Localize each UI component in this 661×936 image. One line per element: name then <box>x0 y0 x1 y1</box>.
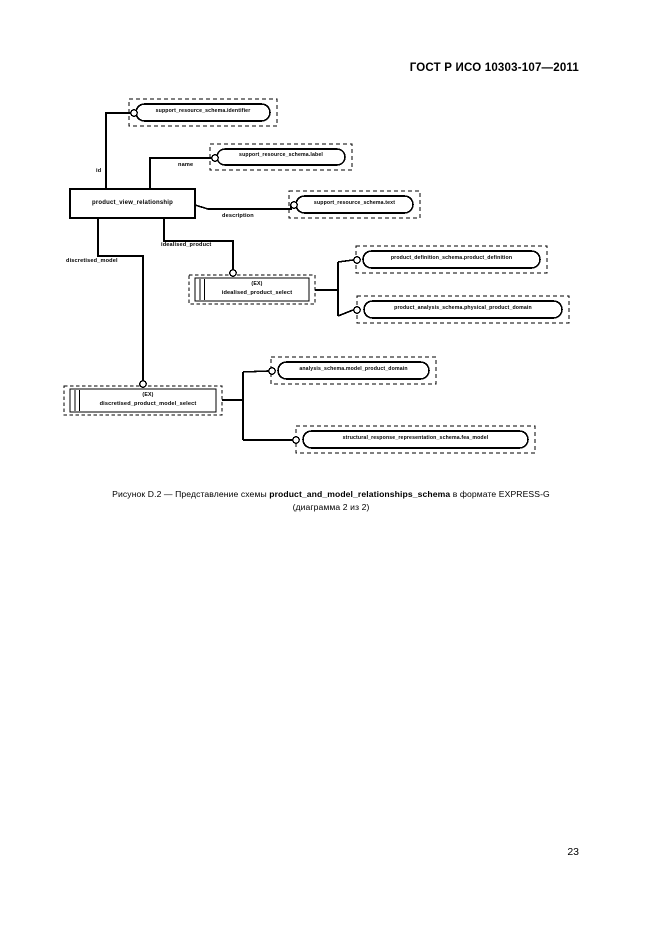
link-endpoint-fea-model <box>292 436 300 444</box>
link-select-idealised-branch-1 <box>337 259 354 263</box>
type-box-physical-product-domain <box>363 300 563 319</box>
link-select-idealised-branch-2 <box>337 309 354 317</box>
link-id <box>105 112 131 189</box>
link-description <box>194 204 292 210</box>
link-endpoint-idealised-product <box>229 269 237 277</box>
caption-schema-name: product_and_model_relationships_schema <box>269 489 451 499</box>
link-idealised-product <box>163 218 234 270</box>
type-box-fea-model <box>302 430 529 449</box>
link-endpoint-physical-product-domain <box>353 306 361 314</box>
figure-caption: Рисунок D.2 — Представление схемы produc… <box>56 488 606 514</box>
schema-frame-fea-model <box>295 425 536 454</box>
link-endpoint-description <box>290 201 298 209</box>
schema-frame-identifier <box>128 98 278 127</box>
caption-suffix: в формате EXPRESS-G <box>450 489 550 499</box>
select-box-idealised-product-select <box>194 277 310 302</box>
link-endpoint-id <box>130 109 138 117</box>
schema-frame-label <box>209 143 353 171</box>
diagram-canvas <box>63 98 570 454</box>
link-endpoint-discretised-model <box>139 380 147 388</box>
page-number: 23 <box>567 846 579 858</box>
page-header-standard-ref: ГОСТ Р ИСО 10303-107—2011 <box>409 62 579 74</box>
caption-line-2: (диаграмма 2 из 2) <box>292 502 370 512</box>
type-box-identifier <box>135 103 271 122</box>
link-endpoint-product-definition <box>353 256 361 264</box>
select-frame-idealised-product-select <box>188 274 316 305</box>
select-frame-discretised-product-model-select <box>63 385 223 416</box>
schema-frame-model-product-domain <box>270 356 437 385</box>
type-box-model-product-domain <box>277 361 430 380</box>
entity-box-product-view-relationship <box>69 188 196 219</box>
link-name <box>149 157 212 189</box>
express-g-diagram: support_resource_schema.identifier suppo… <box>63 98 570 454</box>
type-box-text <box>295 195 414 214</box>
link-discretised-model <box>97 218 144 381</box>
schema-frame-physical-product-domain <box>356 295 570 324</box>
schema-frame-text <box>288 190 421 219</box>
select-box-discretised-product-model-select <box>69 388 217 413</box>
link-endpoint-name <box>211 154 219 162</box>
link-select-discretised-branch-1 <box>242 370 269 373</box>
type-box-label <box>216 148 346 166</box>
type-box-product-definition <box>362 250 541 269</box>
schema-frame-product-definition <box>355 245 548 274</box>
caption-prefix: Рисунок D.2 — Представление схемы <box>112 489 270 499</box>
link-endpoint-model-product-domain <box>268 367 276 375</box>
